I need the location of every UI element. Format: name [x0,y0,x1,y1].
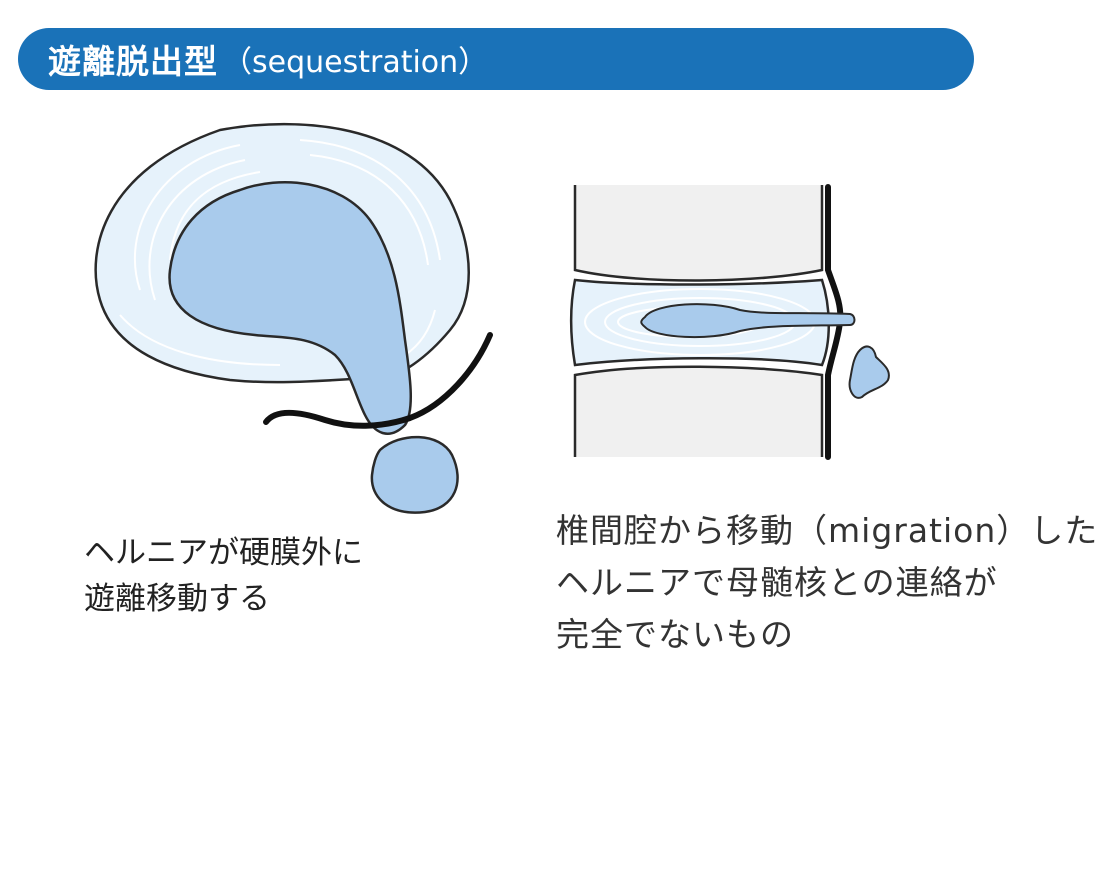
nucleus-with-migration-tail [640,303,856,339]
sagittal-disc-diagram [570,184,890,460]
right-caption-line-3: 完全でないもの [556,615,794,654]
annulus-rings [119,139,441,366]
right-caption-line-2: ヘルニアで母髄核との連絡が [556,563,998,602]
banner-subtitle: （sequestration） [222,45,489,80]
upper-vertebra [573,185,824,282]
lower-vertebra [573,365,824,457]
right-caption: 椎間腔から移動（migration）した ヘルニアで母髄核との連絡が 完全でない… [556,505,1098,661]
nucleus-pulposus [168,181,413,435]
left-caption: ヘルニアが硬膜外に 遊離移動する [84,530,363,622]
right-caption-line-1: 椎間腔から移動（migration）した [556,511,1099,550]
dura-mater [263,332,493,429]
banner-title: 遊離脱出型 [48,42,218,81]
title-banner: 遊離脱出型 （sequestration） [18,28,974,90]
axial-disc-diagram [94,122,493,514]
sequestered-fragment [848,345,890,399]
left-caption-line-1: ヘルニアが硬膜外に [84,535,363,571]
sequestered-fragment [370,435,459,514]
left-caption-line-2: 遊離移動する [84,581,270,617]
